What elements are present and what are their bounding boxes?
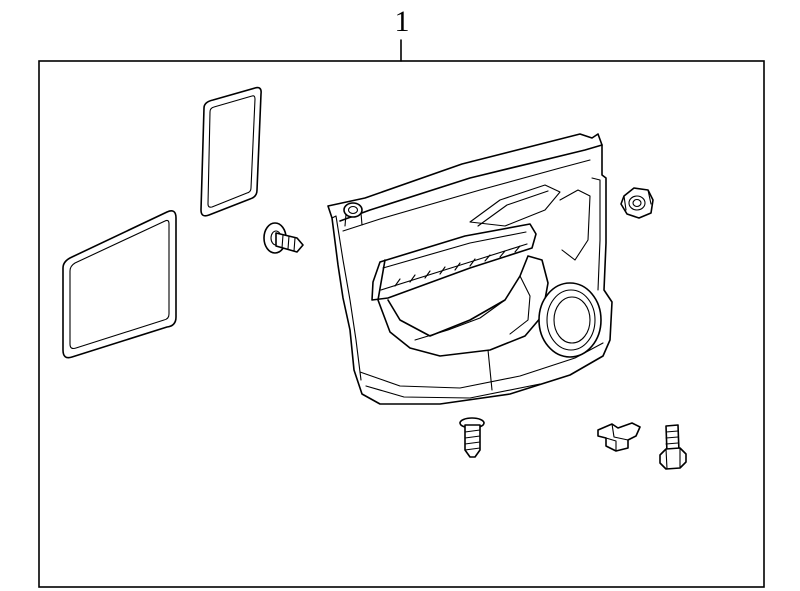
trim-panel-screw — [459, 417, 485, 458]
trim-panel-nut — [620, 187, 654, 219]
clip-retainer — [597, 422, 641, 452]
upper-insulator-pad — [200, 86, 262, 217]
hex-bolt — [659, 424, 687, 470]
assembly-frame — [38, 60, 765, 588]
door-trim-panel — [327, 133, 613, 405]
callout-label: 1 — [394, 5, 410, 38]
lower-insulator-pad — [62, 210, 177, 359]
push-pin-retainer — [263, 222, 304, 254]
